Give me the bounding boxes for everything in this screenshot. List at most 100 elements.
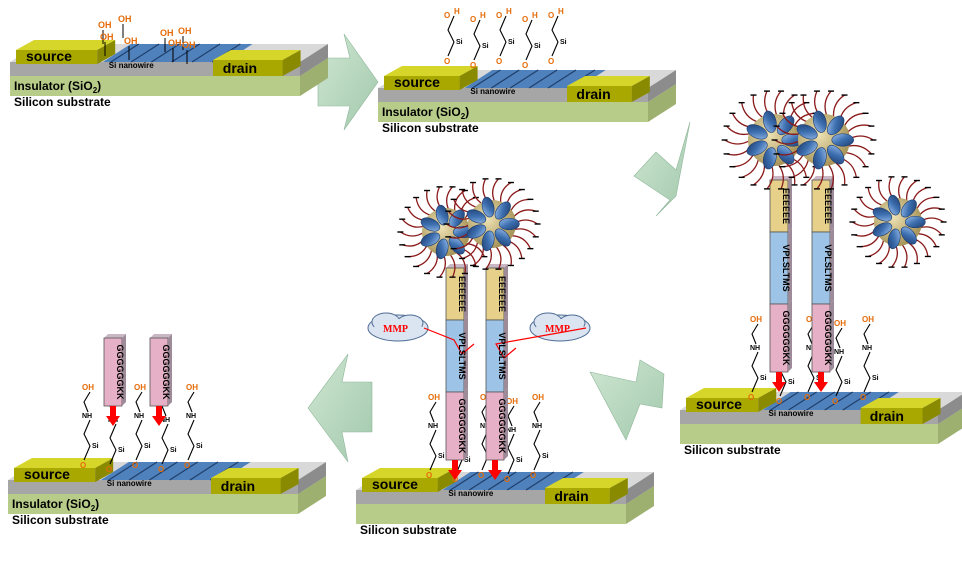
particle-4b-chain xyxy=(500,243,512,266)
device-4-nanowire-top xyxy=(442,472,584,490)
device-5-source-side xyxy=(95,458,114,482)
particle-3c-petal xyxy=(887,228,901,250)
linkers-2-h: H xyxy=(480,11,486,20)
peptide-3b-segment-label: VPLSLTMS xyxy=(823,244,833,291)
particle-3c-chain xyxy=(906,241,918,264)
device-2-nanowire-label: Si nanowire xyxy=(470,87,515,96)
linkers-4-chain xyxy=(429,429,437,471)
linkers-3-oh: OH xyxy=(862,315,874,324)
device-4-nanowire-line xyxy=(487,471,517,491)
linkers-2-o2: O xyxy=(470,15,476,24)
device-5-nanowire-line xyxy=(128,461,158,481)
linkers-2-chain xyxy=(499,15,507,57)
particle-4a-petal xyxy=(435,204,449,226)
peptide-5b-cap xyxy=(150,334,172,338)
linkers-3-nh: NH xyxy=(750,345,760,352)
device-4-nanowire-label: Si nanowire xyxy=(448,489,493,498)
device-3-nanowire-line xyxy=(788,391,817,411)
device-3-substrate-side xyxy=(938,408,962,444)
linkers-4-oh: OH xyxy=(428,393,440,402)
peptide-3b-segment-side xyxy=(830,300,834,372)
particle-4a-chain xyxy=(426,251,439,275)
peptide-4a-cap xyxy=(446,264,468,268)
peptide-4a-segment-side xyxy=(464,388,468,460)
device-5-drain-label: drain xyxy=(221,478,255,494)
linkers-2-si: Si xyxy=(456,39,463,46)
linkers-2-o2: O xyxy=(522,15,528,24)
peptide-4b-segment-side xyxy=(504,264,508,320)
peptide-4b-segment-label: GGGGGGKK xyxy=(497,398,507,454)
device-2-substrate-side xyxy=(648,84,676,122)
peptide-3b xyxy=(811,176,834,392)
peptide-3a-segment-side xyxy=(788,176,792,232)
device-1-nanowire-line xyxy=(151,43,180,63)
peptide-4b xyxy=(485,264,508,480)
device-5-nanowire-line xyxy=(149,461,178,481)
particle-3c-chain xyxy=(878,180,890,203)
device-3-source-top xyxy=(686,388,777,398)
linkers-3-chain xyxy=(863,351,871,393)
device-3-source-front xyxy=(686,398,759,412)
peptide-5a-cap xyxy=(104,334,126,338)
device-1 xyxy=(10,40,328,96)
particle-3c-petal xyxy=(900,199,917,218)
device-2-nanowire-line xyxy=(509,69,539,89)
devices xyxy=(8,40,962,524)
peptide-5b-arrow-shaft xyxy=(156,406,162,416)
linkers-5-nh: NH xyxy=(134,413,144,420)
linkers-4-oh: OH xyxy=(506,397,518,406)
peptide-4b-segment-label: VPLSLTMS xyxy=(497,332,507,379)
device-4-source-front xyxy=(362,478,438,492)
device-4-substrate-side xyxy=(626,486,654,524)
peptide-3a-segment-side xyxy=(788,228,792,304)
linkers-4-si: Si xyxy=(516,457,523,464)
peptide-5b xyxy=(149,334,172,426)
mmp-right-cloud-fill xyxy=(536,319,584,337)
peptide-4b-arrow-shaft xyxy=(492,460,498,470)
device-2-substrate-label: Silicon substrate xyxy=(382,121,479,135)
device-3-drain-side xyxy=(922,398,941,424)
device-1-drain-front xyxy=(213,60,283,76)
linkers-5-nh: NH xyxy=(82,413,92,420)
linkers-4-si: Si xyxy=(438,453,445,460)
particle-4a-chain xyxy=(400,231,425,237)
particle-3a-chain xyxy=(741,102,759,123)
linkers-2-si: Si xyxy=(508,39,515,46)
device-1-drain-label: drain xyxy=(223,60,257,76)
device-5-nanowire-line xyxy=(169,461,199,481)
linkers-3-si: Si xyxy=(872,375,879,382)
device-5-oxide-side xyxy=(298,462,326,494)
peptide-4a xyxy=(445,264,468,480)
arrow-left-3 xyxy=(307,353,373,463)
peptide-3b-segment-side xyxy=(830,228,834,304)
linkers-3-chain2 xyxy=(835,327,843,349)
peptide-5a xyxy=(103,334,126,426)
process-arrows xyxy=(307,33,691,463)
device-5-drain-top xyxy=(211,468,299,478)
linkers-4-nh: NH xyxy=(480,423,490,430)
particle-3a-chain xyxy=(753,161,766,186)
particle-4a-petal xyxy=(420,217,441,232)
device-5-substrate-label: Silicon substrate xyxy=(12,513,109,527)
device-2 xyxy=(378,66,676,122)
linkers-3-si: Si xyxy=(760,375,767,382)
device-5-nanowire-line xyxy=(189,461,219,481)
device-5-insulator-close: ) xyxy=(95,497,99,511)
particle-3a-chain xyxy=(752,94,765,120)
particle-3b-petal xyxy=(826,115,845,136)
linkers-5-o: O xyxy=(184,461,190,470)
device-3-oxide-side xyxy=(938,394,962,424)
device-2-source-top xyxy=(384,66,478,76)
device-1-substrate-label: Silicon substrate xyxy=(14,95,111,109)
device-5-drain-front xyxy=(211,478,281,494)
peptide-4a-segment-label: VPLSLTMS xyxy=(457,332,467,379)
particle-4b-petal xyxy=(481,196,495,218)
particle-3c-chain xyxy=(905,179,918,203)
linkers-4-oh: OH xyxy=(532,393,544,402)
device-2-source-side xyxy=(459,66,478,90)
peptide-4a-arrow-shaft xyxy=(452,460,458,470)
linkers-2-chain xyxy=(473,19,481,61)
particle-3c-chain xyxy=(897,176,905,201)
device-1-drain-top xyxy=(213,50,301,60)
